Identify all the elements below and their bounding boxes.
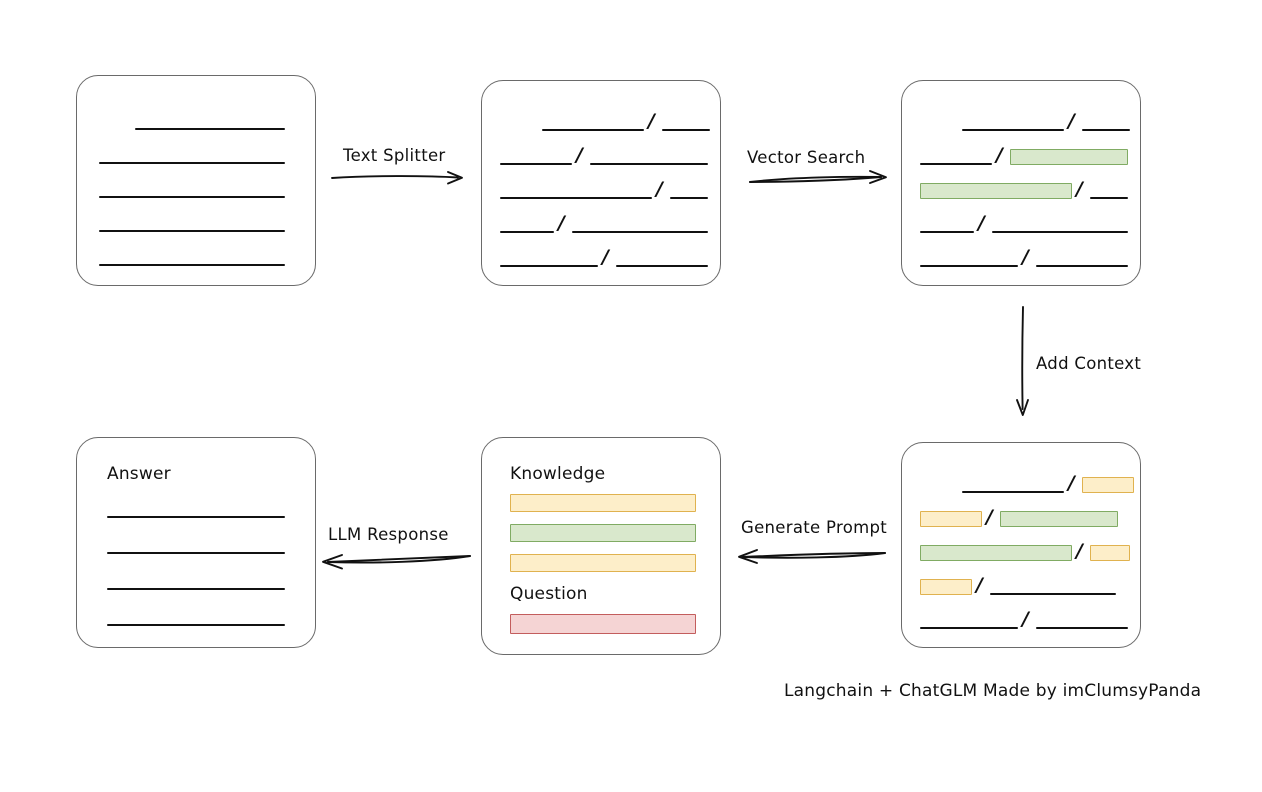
separator-slash: / (576, 144, 583, 166)
answer-rule (107, 552, 285, 554)
highlight-chip-green (920, 545, 1072, 561)
arrow-vector-search (749, 170, 887, 184)
separator-slash: / (1076, 178, 1083, 200)
separator-slash: / (656, 178, 663, 200)
text-rule (616, 265, 708, 267)
highlight-chip-green (1010, 149, 1128, 165)
text-rule (500, 265, 598, 267)
text-rule (962, 491, 1064, 493)
separator-slash: / (1068, 472, 1075, 494)
text-rule (542, 129, 644, 131)
prompt-bar-red (510, 614, 696, 634)
arrow-generate-prompt (738, 549, 886, 564)
text-rule (99, 196, 285, 198)
arrow-label-vector-search: Vector Search (747, 148, 866, 167)
separator-slash: / (1022, 608, 1029, 630)
text-rule (572, 231, 708, 233)
node-answer[interactable]: Answer (76, 437, 316, 648)
arrow-add-context (1016, 306, 1029, 416)
answer-content: Answer (77, 438, 315, 647)
text-rule (662, 129, 710, 131)
prompt-bar-yellow (510, 554, 696, 572)
answer-rule (107, 516, 285, 518)
prompt-section-heading: Question (510, 584, 588, 604)
prompt-bar-yellow (510, 494, 696, 512)
node-split-chunks[interactable]: / / / / / (481, 80, 721, 286)
node-source-document[interactable] (76, 75, 316, 286)
text-rule (962, 129, 1064, 131)
prompt-section-heading: Knowledge (510, 464, 606, 484)
separator-slash: / (1076, 540, 1083, 562)
text-rule (992, 231, 1128, 233)
answer-heading: Answer (107, 464, 171, 484)
highlight-chip-green (920, 183, 1072, 199)
text-rule (590, 163, 708, 165)
text-rule (920, 265, 1018, 267)
text-rule (500, 163, 572, 165)
highlight-chip-yellow (920, 579, 972, 595)
separator-slash: / (602, 246, 609, 268)
text-rule (99, 230, 285, 232)
separator-slash: / (558, 212, 565, 234)
text-rule (990, 593, 1116, 595)
prompt-bar-green (510, 524, 696, 542)
arrow-label-generate-prompt: Generate Prompt (741, 518, 887, 537)
arrow-llm-response (322, 554, 471, 570)
answer-rule (107, 624, 285, 626)
arrow-label-llm-response: LLM Response (328, 525, 449, 544)
text-rule (1090, 197, 1128, 199)
text-rule (99, 162, 285, 164)
highlight-chip-yellow (1082, 477, 1134, 493)
highlight-chip-green (1000, 511, 1118, 527)
text-rule (500, 197, 652, 199)
text-rule (1036, 265, 1128, 267)
separator-slash: / (648, 110, 655, 132)
separator-slash: / (1022, 246, 1029, 268)
highlight-chip-yellow (1090, 545, 1130, 561)
text-rule (920, 627, 1018, 629)
separator-slash: / (976, 574, 983, 596)
arrow-label-text-splitter: Text Splitter (343, 146, 446, 165)
separator-slash: / (996, 144, 1003, 166)
node-matched-chunks[interactable]: / / / / / (901, 80, 1141, 286)
separator-slash: / (986, 506, 993, 528)
answer-rule (107, 588, 285, 590)
text-rule (500, 231, 554, 233)
text-rule (920, 231, 974, 233)
separator-slash: / (1068, 110, 1075, 132)
arrow-text-splitter (331, 171, 463, 185)
text-rule (920, 163, 992, 165)
text-rule (99, 264, 285, 266)
arrow-label-add-context: Add Context (1036, 354, 1142, 373)
separator-slash: / (978, 212, 985, 234)
text-rule (670, 197, 708, 199)
footer-credit: Langchain + ChatGLM Made by imClumsyPand… (784, 681, 1202, 701)
text-rule (1082, 129, 1130, 131)
node-context-chunks[interactable]: / / / / / (901, 442, 1141, 648)
highlight-chip-yellow (920, 511, 982, 527)
text-rule (1036, 627, 1128, 629)
text-rule (135, 128, 285, 130)
